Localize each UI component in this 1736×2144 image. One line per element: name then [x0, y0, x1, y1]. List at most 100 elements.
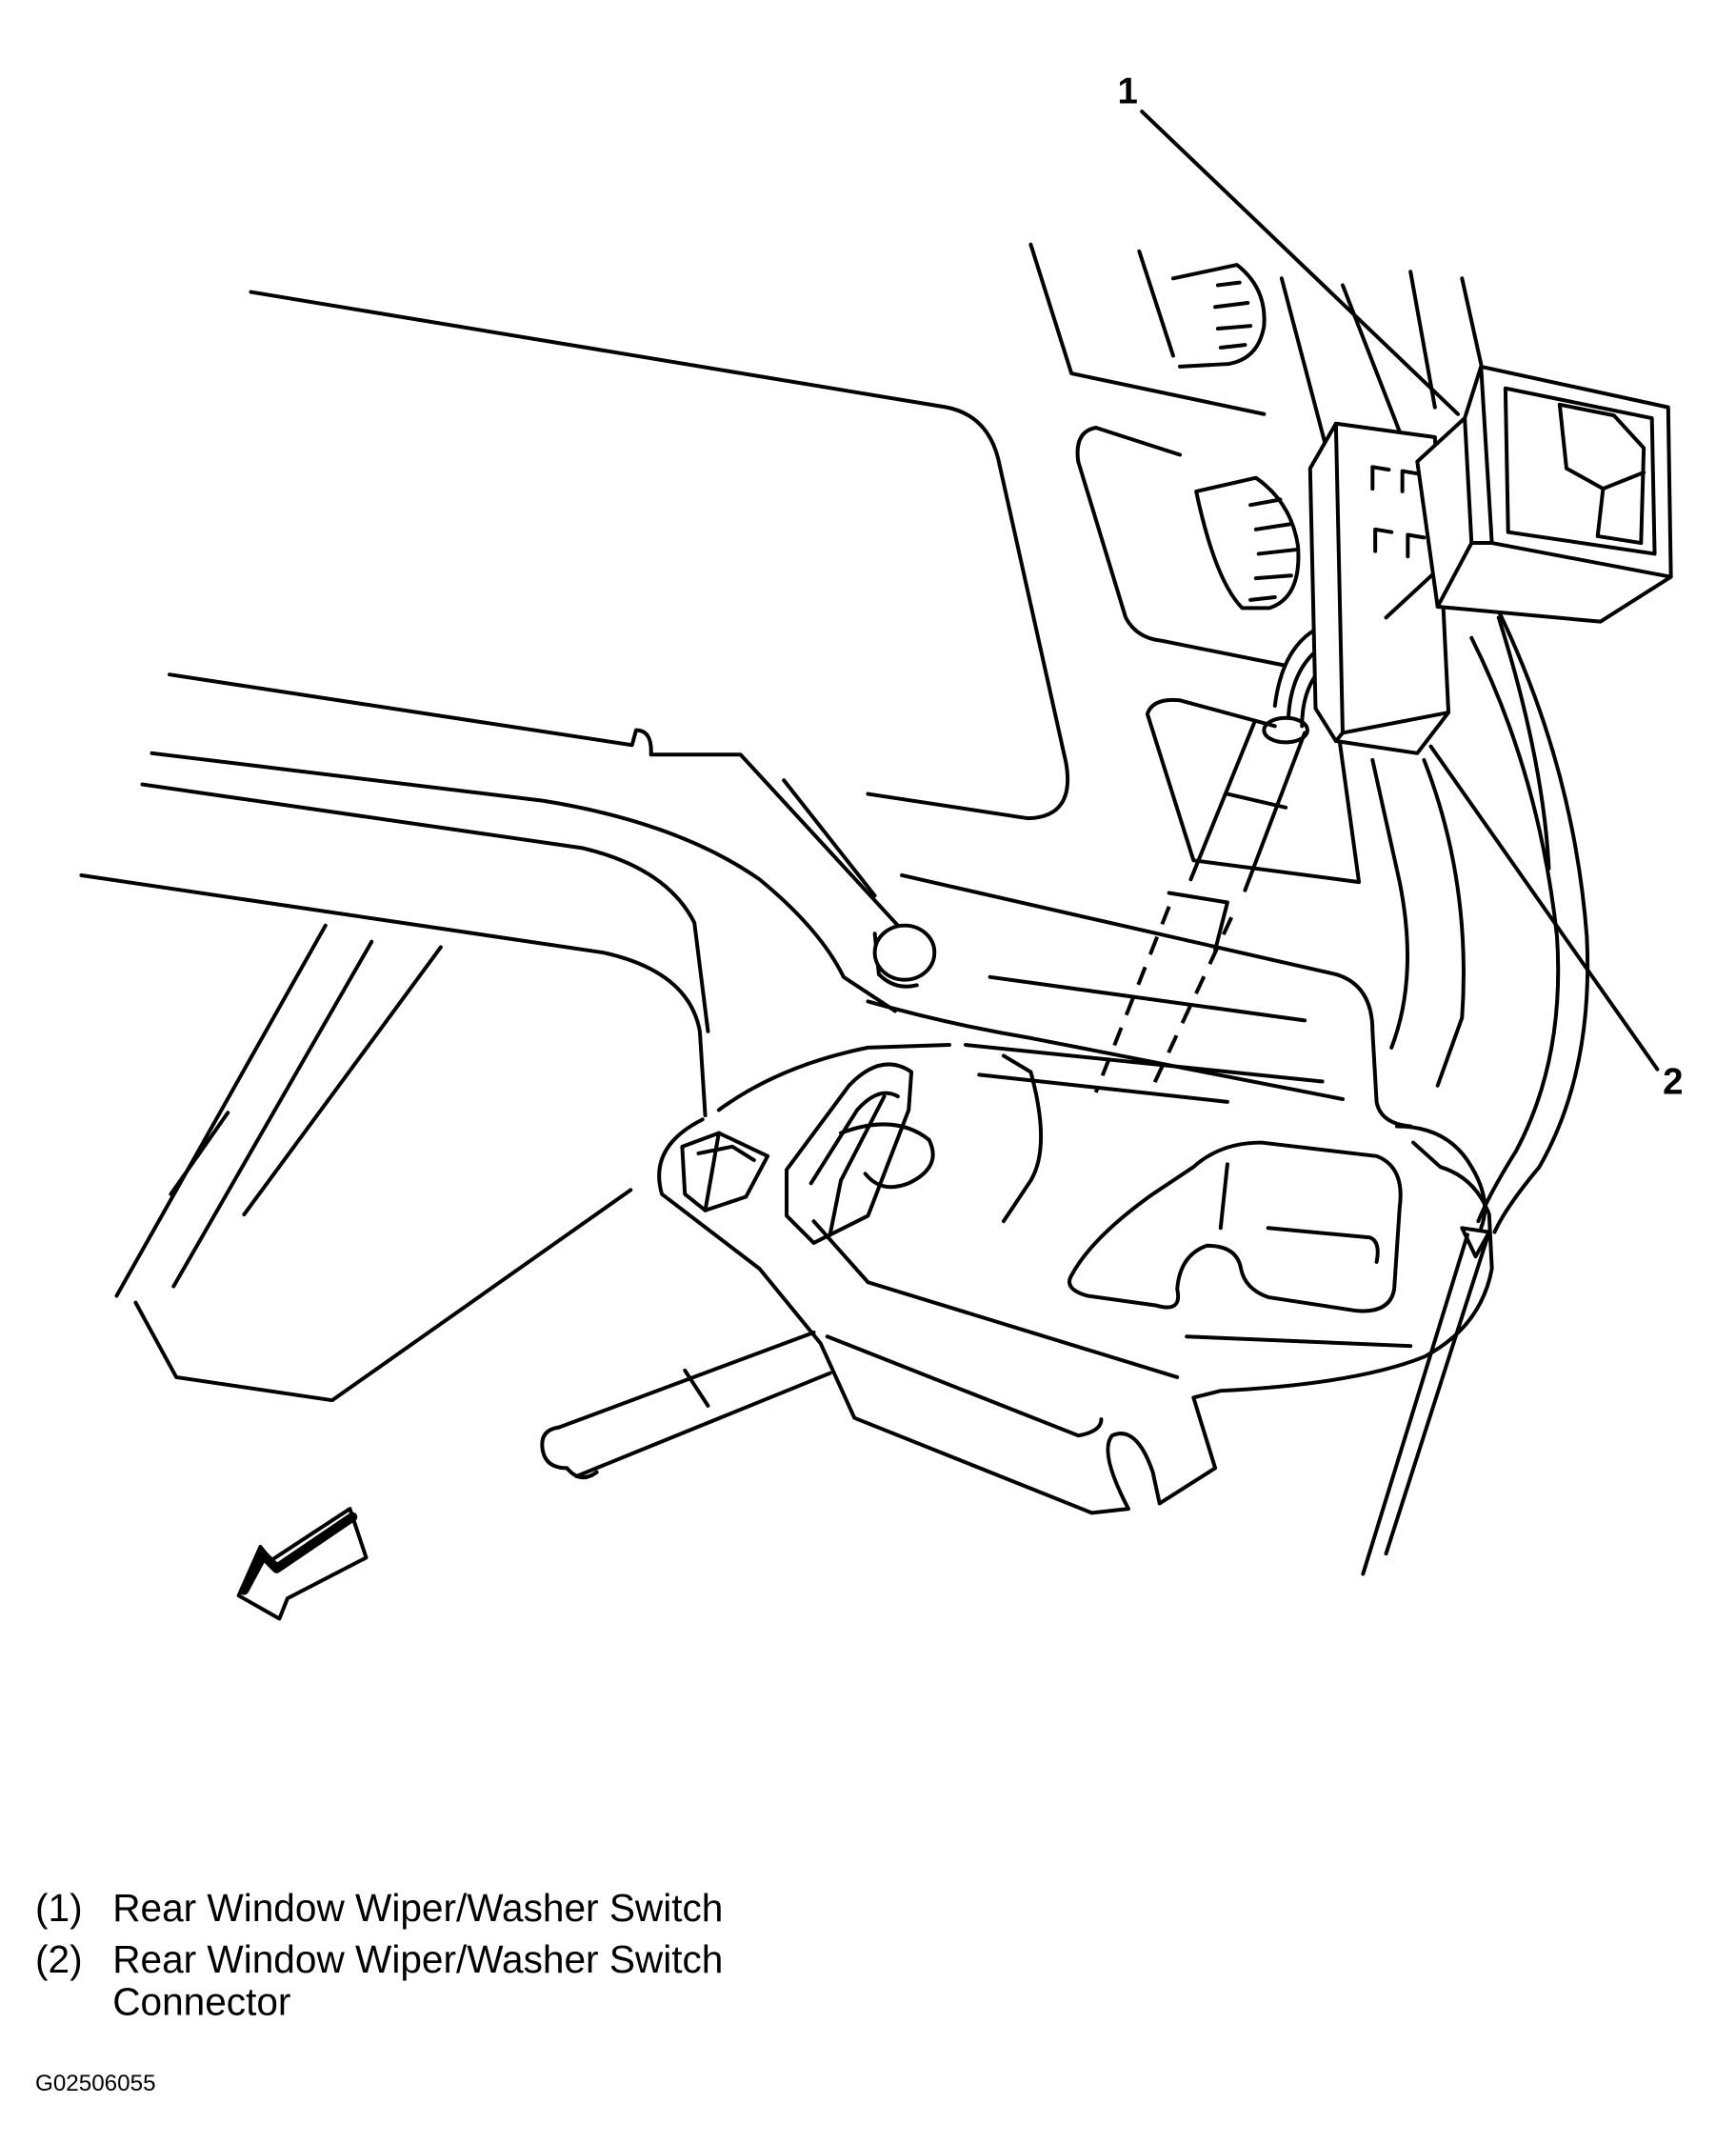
bracket-side-edge: [811, 1219, 1180, 1379]
bracket-cutout: [1068, 1140, 1403, 1313]
bracket-plate-line-3: [977, 1072, 1229, 1104]
steering-rod: [540, 1330, 832, 1480]
legend-2-index: (2): [35, 1937, 83, 1981]
dash-inner-edge: [782, 778, 877, 898]
dash-lower-edge: [79, 872, 708, 1118]
arrow-shadow-edge: [239, 1512, 358, 1595]
cutout-outline: [1068, 1140, 1403, 1313]
panel-line-c: [1408, 270, 1437, 410]
rod-joint-line: [683, 1368, 710, 1408]
callout-2-leader: [1428, 744, 1660, 1072]
bolster-line-3: [242, 945, 443, 1217]
connector-pin-2: [1400, 469, 1421, 493]
post-body: [872, 932, 919, 989]
connector-body: [1307, 421, 1451, 755]
connector-pin-4: [1406, 532, 1427, 559]
support-notch: [1460, 1226, 1491, 1259]
panel-line-e: [1496, 615, 1551, 871]
dash-third-edge: [140, 782, 710, 1033]
switch-body: [1415, 364, 1673, 624]
bracket-lower-flange: [825, 1334, 1104, 1438]
panel-line-d: [1460, 276, 1484, 367]
legend-2-text-line-2: Connector: [112, 1979, 290, 2023]
column-bracket: [657, 872, 1494, 1515]
knob-housing-lower: [1075, 426, 1286, 668]
rod-lower-edge: [574, 1371, 832, 1478]
upper-knob: [1170, 263, 1267, 369]
legend-1-text: Rear Window Wiper/Washer Switch: [112, 1886, 723, 1930]
harness-tube-band: [1225, 791, 1288, 810]
switch-rocker: [1557, 402, 1646, 546]
bracket-top-plate-edge: [900, 872, 1413, 1129]
wire-grommet: [1262, 715, 1309, 745]
figure-id: G02506055: [35, 2071, 156, 2096]
upper-knob-grip: [1213, 280, 1253, 350]
bracket-slots: [680, 1062, 935, 1245]
callout-2-label: 2: [1663, 1061, 1683, 1102]
column-housing: [1370, 595, 1590, 1234]
housing-line-a: [1422, 757, 1466, 1088]
lower-knob-grip: [1248, 497, 1298, 602]
left-slot: [680, 1131, 770, 1212]
housing-curve-outer: [1489, 595, 1590, 1234]
harness-tube-left: [1188, 720, 1257, 882]
legend: (1) Rear Window Wiper/Washer Switch (2) …: [35, 1886, 723, 2023]
switch-connector: [1307, 421, 1451, 755]
bracket-inner-boundary: [716, 1043, 1043, 1224]
panel-line-b: [1340, 283, 1402, 434]
switch-rocker-edge: [1601, 471, 1646, 491]
center-slot: [785, 1062, 914, 1245]
lower-support: [1361, 1226, 1491, 1576]
pocket-outline: [1145, 697, 1362, 885]
wire-2: [1287, 649, 1318, 719]
connector-to-switch-line: [1384, 565, 1443, 620]
callouts: 1 2: [1118, 71, 1684, 1103]
wiper-washer-switch: [1415, 364, 1673, 624]
knee-bolster-panel: [114, 923, 633, 1403]
support-line-inner: [1384, 1230, 1491, 1556]
dash-upper-edge: [168, 672, 900, 928]
bracket-plate-front-edge: [866, 999, 1345, 1101]
lower-knob: [1194, 475, 1301, 611]
center-slot-tab: [839, 1122, 935, 1190]
bracket-right-flange: [1394, 1124, 1487, 1231]
direction-arrow-icon: [236, 1507, 369, 1621]
rod-upper-edge: [556, 1330, 816, 1430]
left-slot-inner: [696, 1131, 756, 1212]
legend-2-text-line-1: Rear Window Wiper/Washer Switch: [112, 1937, 723, 1981]
harness-tube-lower: [1167, 891, 1229, 952]
knob-housing-upper: [1028, 242, 1267, 416]
bolster-line-4: [169, 1111, 230, 1196]
upper-trim-panel: [249, 290, 1070, 821]
knob-housing-upper-inner: [1137, 249, 1175, 358]
connector-pin-3: [1373, 527, 1394, 553]
dash-second-edge: [150, 751, 897, 1013]
support-post: [872, 923, 937, 989]
callout-1-label: 1: [1118, 71, 1138, 112]
instrument-panel-lines: [79, 672, 900, 1118]
switch-side-edge: [1435, 416, 1494, 609]
cutout-inner-edge: [1218, 1162, 1380, 1264]
bolster-line-1: [114, 923, 328, 1298]
arrow-body: [236, 1507, 369, 1621]
bracket-lower-face: [1185, 1334, 1413, 1349]
housing-curve-inner: [1469, 635, 1561, 1224]
bracket-plate-line-1: [988, 974, 1307, 1023]
center-slot-inner: [808, 1091, 900, 1237]
housing-line-b: [1370, 757, 1409, 1050]
control-knobs: [1028, 242, 1551, 871]
post-top: [872, 923, 937, 982]
connector-pin-1: [1370, 465, 1391, 491]
harness-tube-right: [1243, 731, 1307, 892]
wire-1: [1272, 629, 1315, 708]
bolster-bottom-edge: [133, 1188, 633, 1403]
legend-1-index: (1): [35, 1886, 83, 1930]
support-line-outer: [1361, 1232, 1469, 1576]
switch-bezel: [1503, 386, 1657, 556]
bracket-outer-boundary: [657, 1117, 1494, 1515]
rod-end-cap: [540, 1425, 599, 1480]
bracket-plate-line-2: [964, 1043, 1325, 1084]
hidden-column-line-1: [1093, 906, 1171, 1093]
window-opening-edge: [249, 290, 1070, 821]
